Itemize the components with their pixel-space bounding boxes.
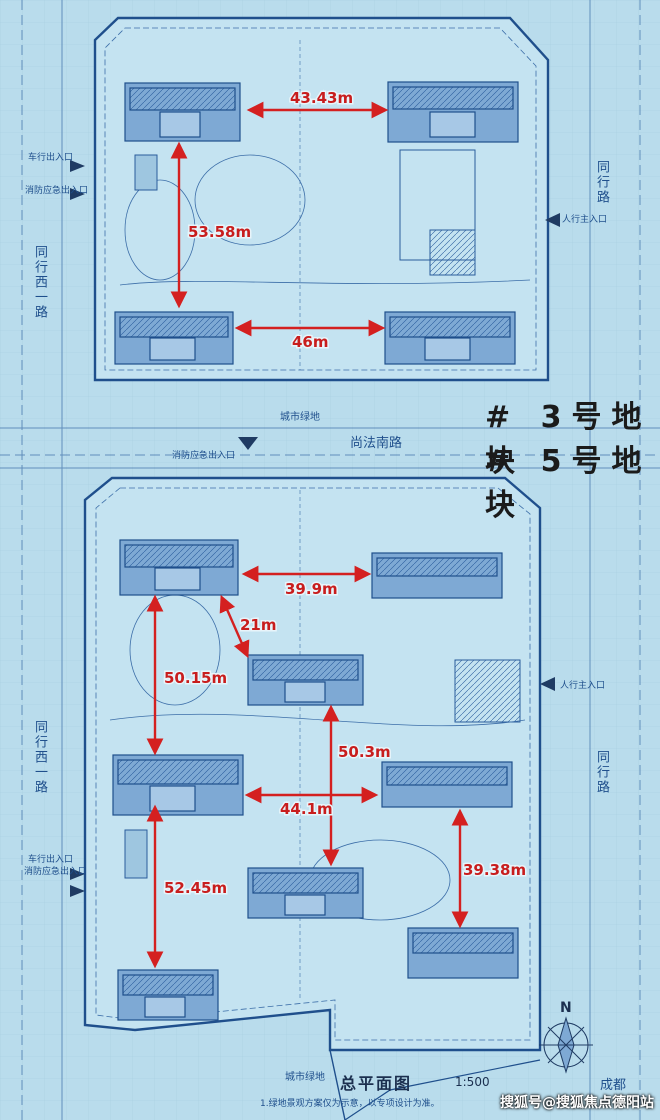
dimension-d3: 46m [292, 333, 329, 351]
entrance-fire-lower: 消防应急出入口 [24, 867, 88, 877]
building-5-4 [112, 754, 244, 816]
dimension-d6: 50.15m [164, 669, 227, 687]
dimension-d9: 52.45m [164, 879, 227, 897]
dimension-d10: 39.38m [463, 861, 526, 879]
entrance-fire-upper: 消防应急出入口 [25, 186, 89, 196]
dimension-d1: 43.43m [290, 89, 353, 107]
green-label-lower: 城市绿地 [285, 1072, 325, 1083]
building-5-6 [247, 867, 364, 919]
road-label-west-upper: 同行西一路 [32, 245, 47, 320]
dimension-lines [146, 101, 469, 969]
building-5-5 [381, 761, 513, 808]
plan-scale: 1:500 [455, 1075, 490, 1089]
dimension-d8: 44.1m [280, 800, 333, 818]
entrance-car-lower: 车行出入口 [28, 855, 74, 865]
north-label: N [560, 1000, 572, 1016]
plot5-heading: # 5号地块 [485, 444, 652, 523]
watermark: 搜狐号@搜狐焦点德阳站 [500, 1095, 654, 1111]
entrance-fire-mid: 消防应急出入口 [172, 451, 236, 461]
buildings [112, 81, 519, 1021]
dimension-d7: 50.3m [338, 743, 391, 761]
building-3-2 [387, 81, 519, 143]
dimension-line-d5 [219, 594, 250, 659]
entrance-ped-upper: 人行主入口 [562, 215, 608, 225]
building-5-3 [247, 654, 364, 706]
plan-title: 总平面图 [340, 1074, 413, 1093]
north-arrow [539, 1016, 593, 1074]
dimension-d2: 53.58m [188, 223, 251, 241]
building-5-2 [371, 552, 503, 599]
plot5-boundary [83, 476, 542, 1120]
building-5-1 [119, 539, 239, 596]
plot3-heading: # 3号地块 [485, 400, 652, 479]
road-label-west-lower: 同行西一路 [32, 720, 47, 795]
road-label-chengdu: 成都 [600, 1078, 627, 1093]
building-5-8 [117, 969, 219, 1021]
entrance-arrows [70, 160, 560, 897]
road-label-east-upper: 同行路 [594, 160, 609, 205]
building-3-3 [114, 311, 234, 365]
building-3-4 [384, 311, 516, 365]
dimension-d5: 21m [240, 616, 277, 634]
green-label-upper: 城市绿地 [280, 412, 320, 423]
dimension-labels: 43.43m 53.58m 46m 39.9m 21m 50.15m 50.3m… [163, 88, 528, 899]
dimension-d4: 39.9m [285, 580, 338, 598]
building-3-1 [124, 82, 241, 142]
road-label-middle: 尚法南路 [350, 436, 403, 451]
road-label-east-lower: 同行路 [594, 750, 609, 795]
building-5-7 [407, 927, 519, 979]
entrance-ped-lower: 人行主入口 [560, 681, 606, 691]
entrance-car-upper: 车行出入口 [28, 153, 74, 163]
plan-note: 1.绿地景观方案仅为示意，以专项设计为准。 [260, 1099, 440, 1109]
